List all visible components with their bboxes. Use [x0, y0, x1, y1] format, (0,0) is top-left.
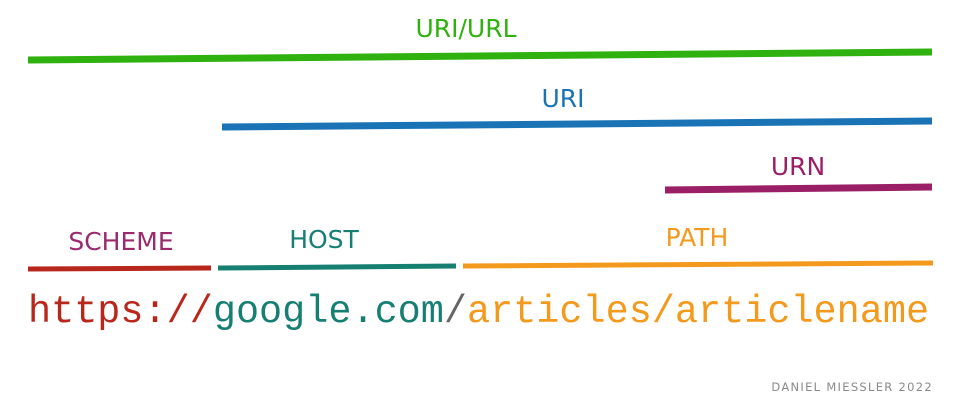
urn-bar [664, 183, 933, 194]
path-label: PATH [665, 223, 729, 252]
scheme-bar [27, 265, 212, 272]
uri-url-bar [27, 48, 933, 64]
url-separator: / [443, 290, 467, 334]
uri-label: URI [541, 84, 585, 113]
host-label: HOST [289, 225, 359, 254]
example-url: https://google.com/articles/articlename [28, 290, 929, 334]
url-path: articles/articlename [467, 290, 930, 334]
uri-url-label: URI/URL [415, 14, 517, 43]
url-host: google.com [212, 290, 444, 334]
urn-label: URN [770, 152, 826, 181]
host-bar [217, 263, 457, 271]
path-bar [462, 260, 934, 269]
author-credit: DANIEL MIESSLER 2022 [771, 380, 933, 394]
uri-bar [221, 117, 933, 131]
url-scheme: https:// [28, 290, 213, 334]
scheme-label: SCHEME [68, 227, 174, 256]
